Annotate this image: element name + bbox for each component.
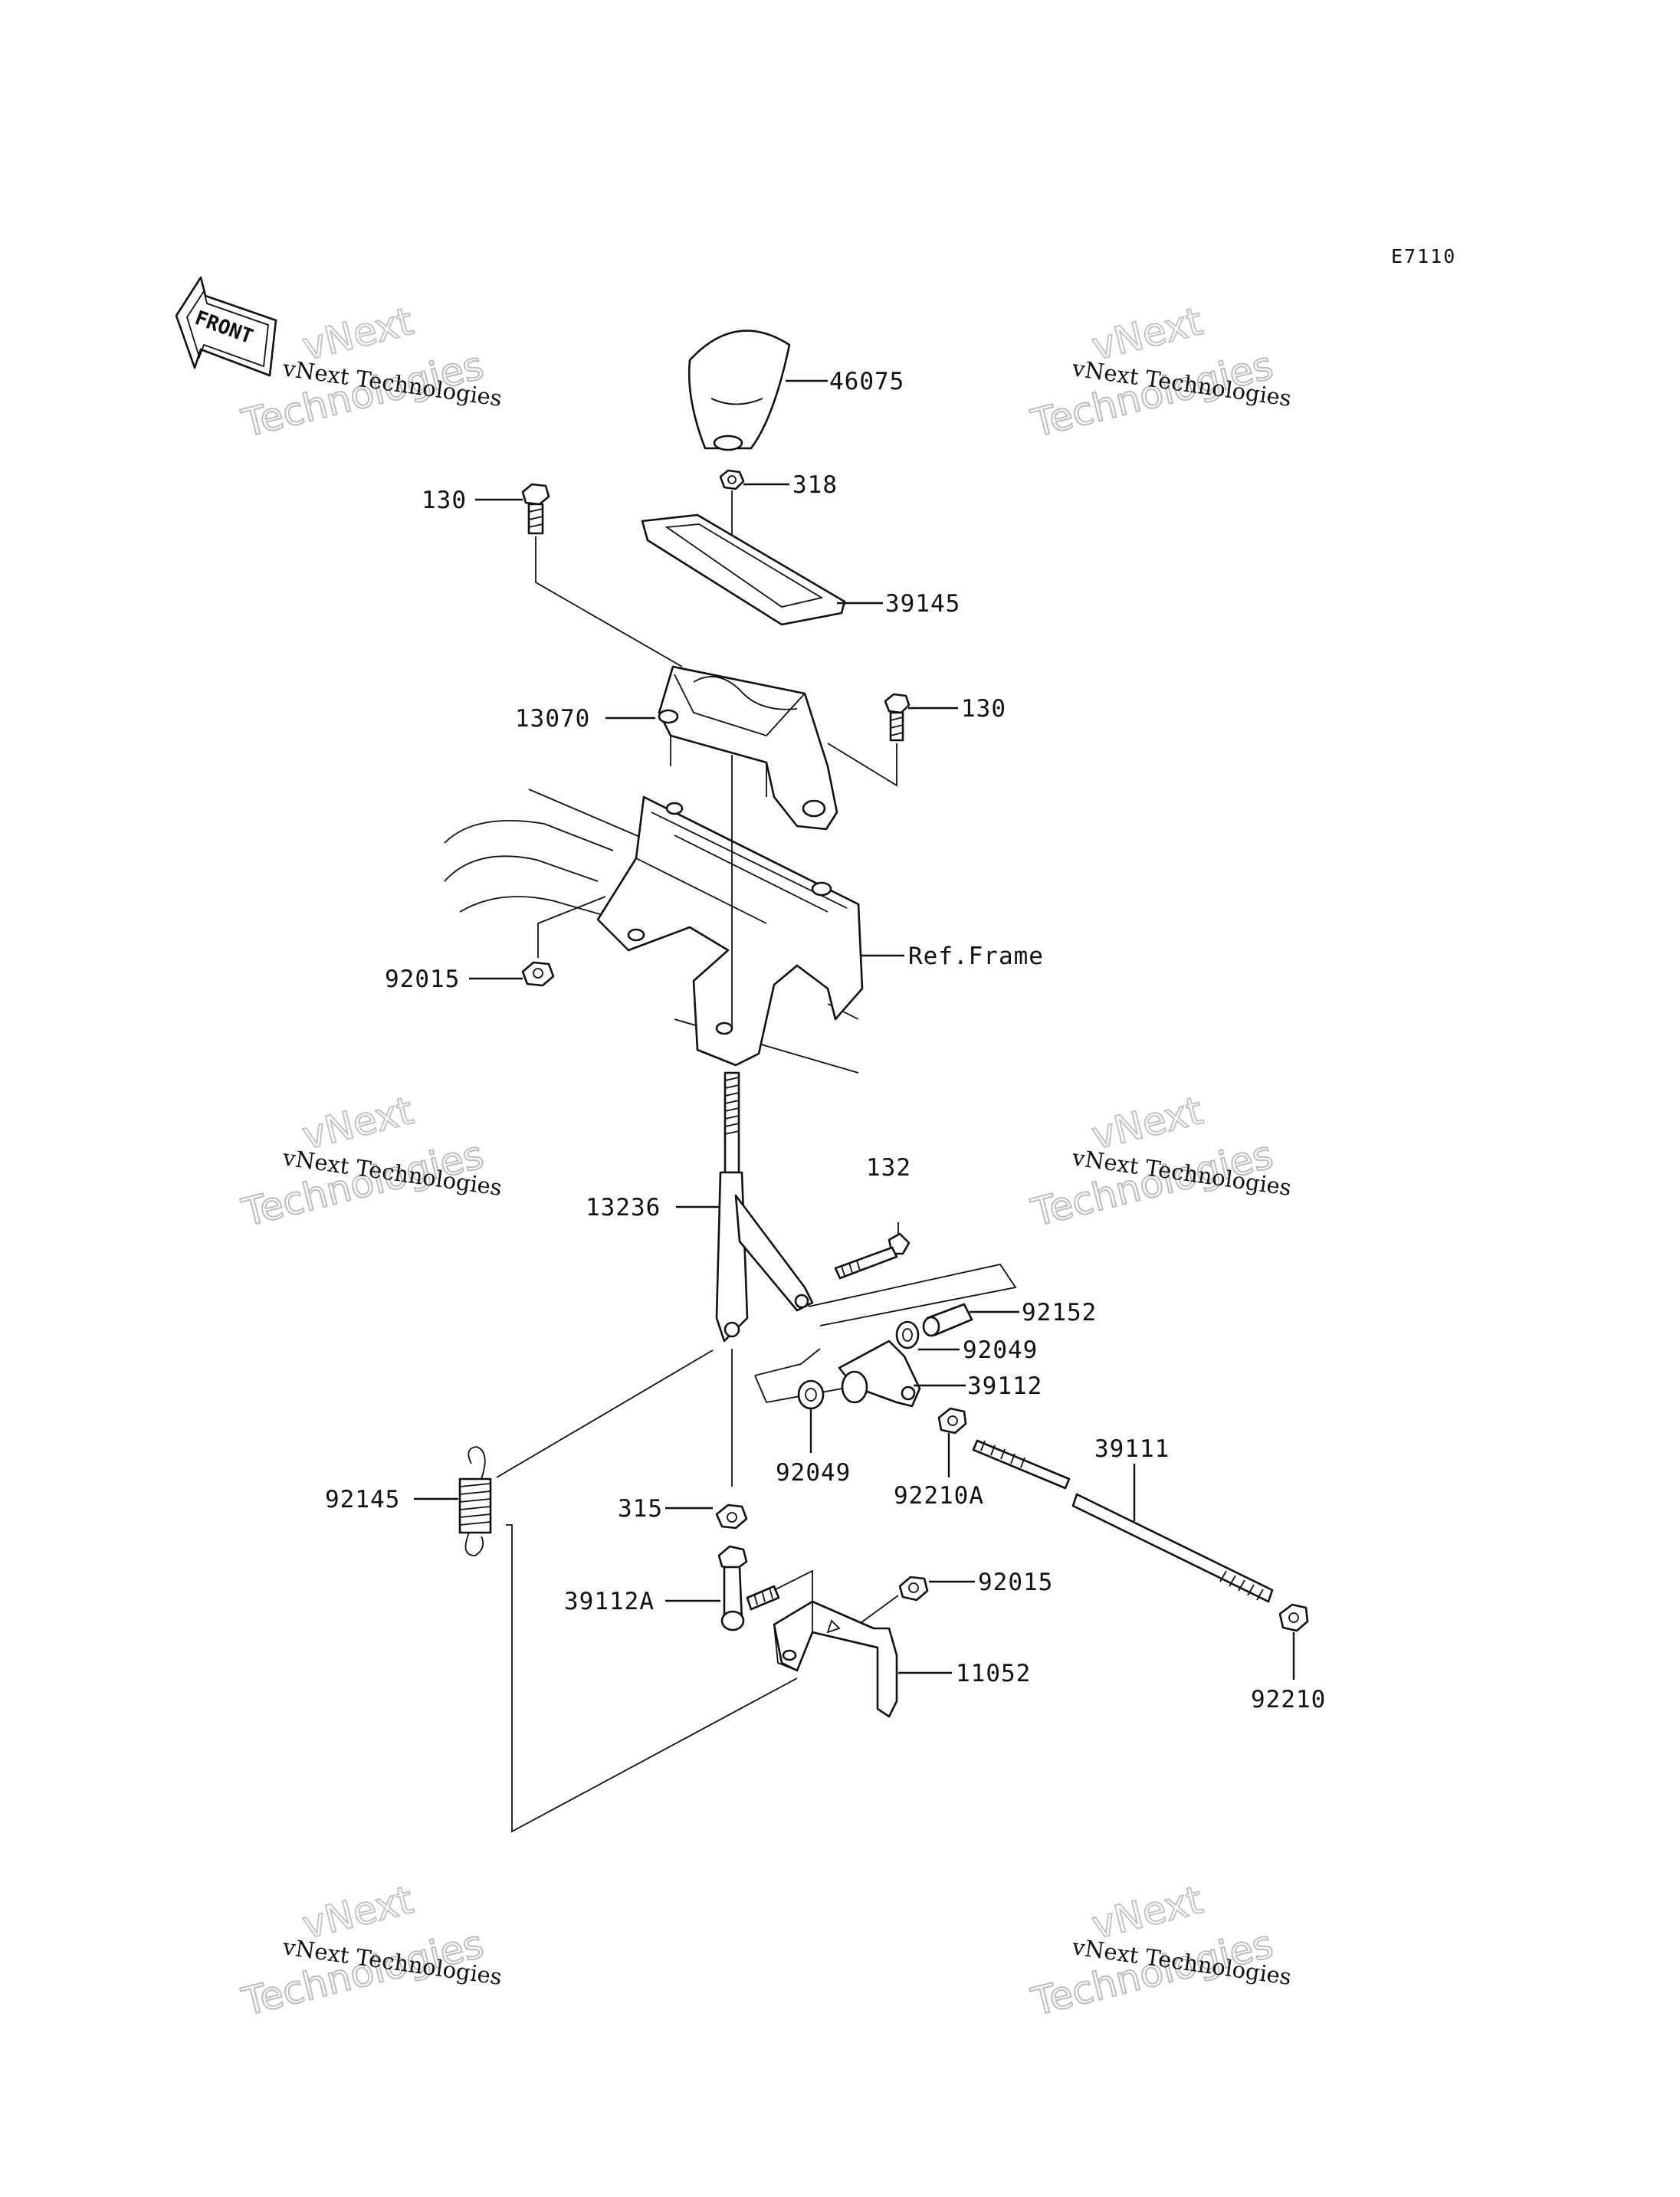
label-315: 315 — [618, 1495, 663, 1523]
label-92210: 92210 — [1251, 1686, 1326, 1713]
watermark-mid-left: vNext Technologies vNext Technologies — [237, 1087, 504, 1236]
nut-92015-lower — [898, 1576, 929, 1602]
label-318: 318 — [792, 471, 838, 499]
label-ref-frame: Ref.Frame — [908, 943, 1044, 970]
label-92049-upper: 92049 — [963, 1336, 1038, 1364]
nut-318 — [719, 469, 745, 490]
diagram-code: E7110 — [1391, 245, 1456, 267]
washer-92049-lower — [797, 1379, 825, 1410]
label-130-left: 130 — [422, 487, 467, 514]
label-92145: 92145 — [325, 1486, 400, 1513]
label-92152: 92152 — [1022, 1299, 1097, 1326]
watermark-bottom-right: vNext Technologies vNext Technologies — [1026, 1877, 1293, 2025]
label-39112: 39112 — [967, 1372, 1042, 1400]
svg-text:vNext: vNext — [1088, 299, 1207, 369]
nut-92210A — [937, 1407, 967, 1435]
spring-92145 — [458, 1446, 492, 1556]
bolt-130-left — [521, 483, 550, 535]
svg-text:vNext: vNext — [298, 1877, 418, 1948]
label-130-right: 130 — [961, 695, 1006, 723]
label-11052: 11052 — [956, 1660, 1031, 1687]
watermark-top-right: vNext Technologies vNext Technologies — [1026, 298, 1293, 447]
bolt-132 — [834, 1232, 911, 1280]
label-92049-lower: 92049 — [776, 1459, 851, 1487]
ball-joint-39112A — [717, 1545, 780, 1631]
nut-92015-upper — [521, 961, 555, 987]
front-arrow-icon: FRONT — [175, 276, 277, 377]
svg-text:vNext: vNext — [298, 1088, 418, 1159]
label-39145: 39145 — [885, 590, 960, 618]
bolt-130-right — [884, 693, 911, 742]
svg-text:vNext: vNext — [1088, 1088, 1207, 1159]
frame-bracket — [596, 795, 864, 1067]
rod-39111 — [972, 1439, 1274, 1603]
nut-315 — [715, 1503, 748, 1530]
watermark-top-left: vNext Technologies vNext Technologies — [237, 298, 504, 447]
washer-92049-upper — [895, 1320, 920, 1349]
label-13070: 13070 — [515, 705, 590, 733]
label-92210A: 92210A — [894, 1482, 984, 1510]
label-132: 132 — [866, 1154, 911, 1182]
nut-92210 — [1278, 1603, 1309, 1632]
label-13236: 13236 — [586, 1194, 661, 1221]
svg-text:vNext: vNext — [1088, 1877, 1207, 1948]
label-46075: 46075 — [829, 368, 904, 395]
bracket-11052 — [773, 1600, 898, 1718]
label-39111: 39111 — [1094, 1435, 1170, 1463]
label-92015-lower: 92015 — [978, 1569, 1053, 1596]
shift-knob — [687, 330, 791, 451]
label-92015-upper: 92015 — [385, 966, 460, 993]
lever-39112 — [838, 1340, 921, 1408]
label-39112A: 39112A — [564, 1588, 655, 1615]
watermark-mid-right: vNext Technologies vNext Technologies — [1026, 1087, 1293, 1236]
collar-92152 — [922, 1303, 973, 1337]
shift-plate — [641, 513, 846, 626]
shift-guide-housing — [658, 665, 838, 831]
svg-text:vNext: vNext — [298, 299, 418, 369]
shift-lever-rod — [715, 1071, 814, 1343]
watermark-bottom-left: vNext Technologies vNext Technologies — [237, 1877, 504, 2025]
